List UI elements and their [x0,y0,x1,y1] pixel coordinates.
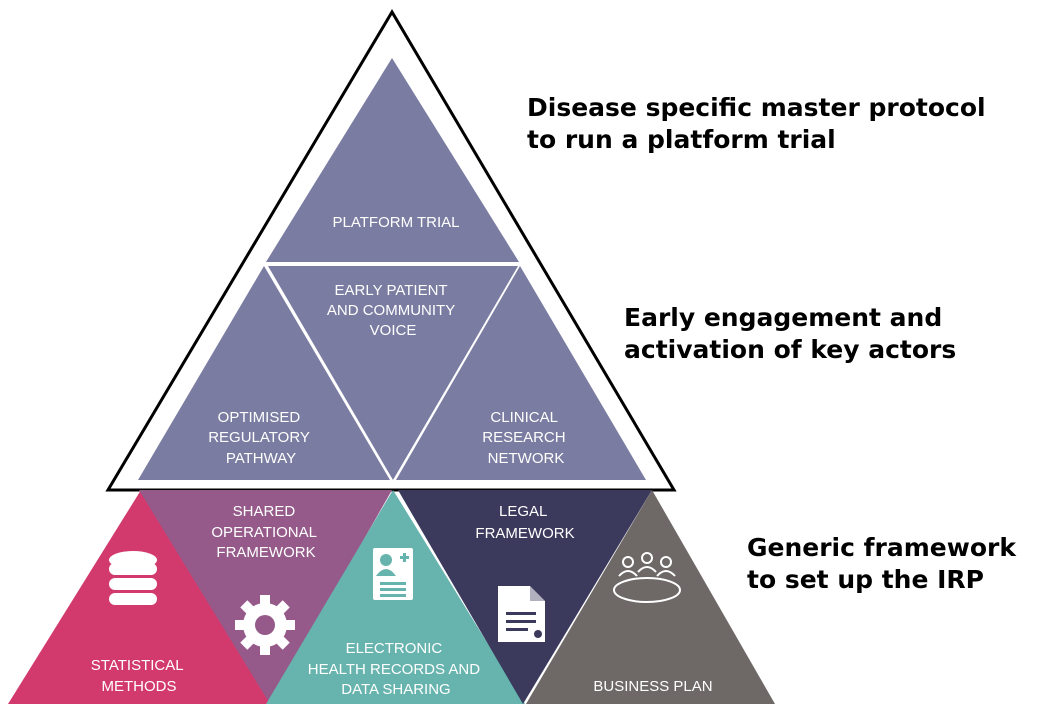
clinical-network-label-line: NETWORK [488,450,565,467]
legal-framework-label: LEGAL FRAMEWORK [475,503,574,542]
legal-framework-label-line: LEGAL [499,503,547,520]
ehr-label-line: HEALTH RECORDS AND [308,661,480,678]
tier-caption-bottom: Generic framework to set up the IRP [747,532,1016,596]
platform-trial-label-line: PLATFORM TRIAL [333,214,460,231]
meeting-table-icon [613,552,681,603]
ehr-label-line: ELECTRONIC [346,640,443,657]
statistical-methods-label-line: STATISTICAL [91,657,183,674]
regulatory-pathway-label: OPTIMISED REGULATORY PATHWAY [208,409,314,467]
statistical-methods-label-line: METHODS [102,678,177,695]
document-icon [498,586,545,642]
gear-icon [235,595,295,655]
tier-caption-middle: Early engagement and activation of key a… [624,302,956,366]
tier-caption-middle-line2: activation of key actors [624,335,957,364]
tier-caption-top-line2: to run a platform trial [527,125,836,154]
segment-clinical-network [396,266,646,480]
business-plan-label: BUSINESS PLAN [593,678,712,695]
regulatory-pathway-label-line: PATHWAY [226,450,296,467]
legal-framework-label-line: FRAMEWORK [475,525,574,542]
tier-caption-bottom-line1: Generic framework [747,533,1016,562]
shared-operational-label-line: FRAMEWORK [216,544,315,561]
ehr-label: ELECTRONIC HEALTH RECORDS AND DATA SHARI… [308,640,484,698]
patient-voice-label-line: VOICE [370,322,417,339]
tier-caption-middle-line1: Early engagement and [624,303,943,332]
database-icon [109,551,157,605]
segment-business-plan [526,490,775,704]
patient-voice-label-line: EARLY PATIENT [335,282,448,299]
shared-operational-label: SHARED OPERATIONAL FRAMEWORK [211,503,320,561]
regulatory-pathway-label-line: OPTIMISED [218,409,301,426]
shared-operational-label-line: OPERATIONAL [211,524,316,541]
clinical-network-label: CLINICAL RESEARCH NETWORK [482,409,570,467]
regulatory-pathway-label-line: REGULATORY [208,429,310,446]
patient-voice-label-line: AND COMMUNITY [327,302,455,319]
segment-regulatory-pathway [138,266,390,480]
tier-caption-bottom-line2: to set up the IRP [747,565,984,594]
add-contact-card-icon [373,548,413,600]
tier-caption-top: Disease specific master protocol to run … [527,92,986,156]
platform-trial-label: PLATFORM TRIAL [333,214,460,231]
business-plan-label-line: BUSINESS PLAN [593,678,712,695]
shared-operational-label-line: SHARED [233,503,296,520]
patient-voice-label: EARLY PATIENT AND COMMUNITY VOICE [327,282,459,339]
clinical-network-label-line: RESEARCH [482,429,565,446]
clinical-network-label-line: CLINICAL [490,409,557,426]
ehr-label-line: DATA SHARING [341,681,450,698]
segment-platform-trial [266,58,519,262]
statistical-methods-label: STATISTICAL METHODS [91,657,187,695]
segment-patient-voice [268,266,518,480]
tier-caption-top-line1: Disease specific master protocol [527,93,986,122]
